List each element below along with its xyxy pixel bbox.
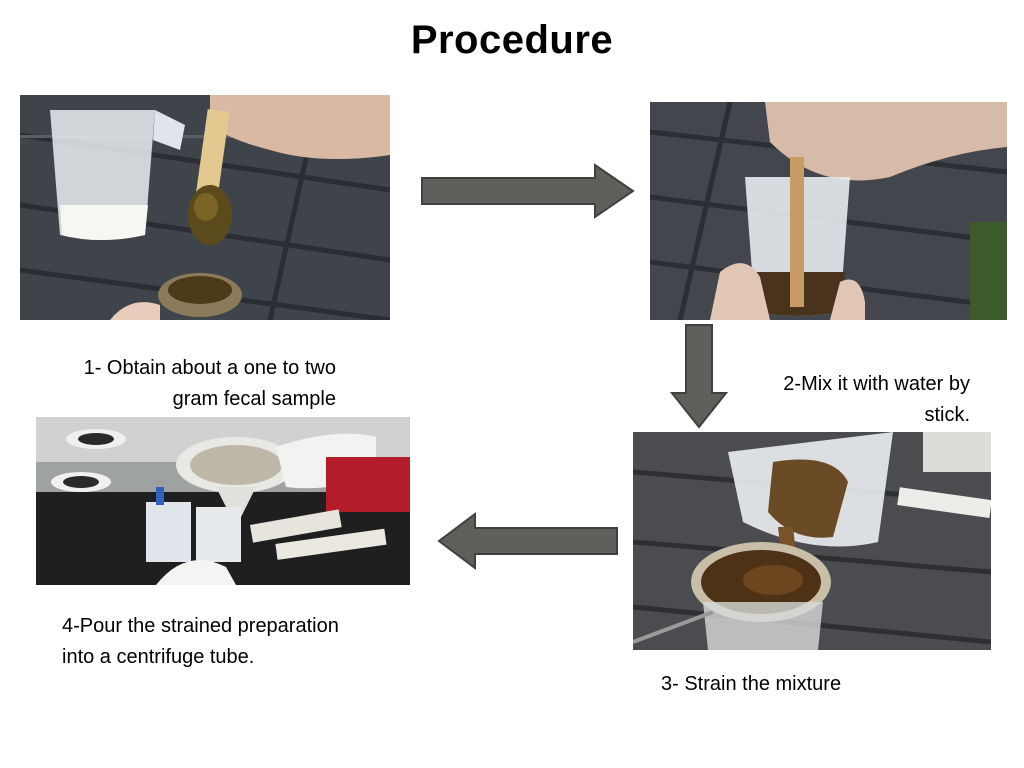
step2-caption-line1: 2-Mix it with water by [783,373,970,395]
arrow-down-2-to-3 [670,323,728,429]
step3-photo [633,432,991,650]
arrow-left-3-to-4 [437,512,619,570]
step4-caption-line2: into a centrifuge tube. [62,646,255,668]
step2-caption-line2: stick. [924,404,970,426]
slide-title: Procedure [410,18,614,62]
step1-caption: 1- Obtain about a one to two gram fecal … [30,353,336,415]
step1-caption-line2: gram fecal sample [172,388,336,410]
step3-caption-text: 3- Strain the mixture [661,673,842,695]
step1-photo [20,95,390,320]
step2-photo [650,102,1007,320]
step3-caption: 3- Strain the mixture [661,669,841,700]
step4-caption: 4-Pour the strained preparation into a c… [62,611,339,673]
step1-caption-line1: 1- Obtain about a one to two [83,357,336,379]
step2-caption: 2-Mix it with water by stick. [720,369,970,431]
step4-caption-line1: 4-Pour the strained preparation [62,615,339,637]
arrow-right-1-to-2 [420,163,635,219]
step4-photo [36,417,410,585]
